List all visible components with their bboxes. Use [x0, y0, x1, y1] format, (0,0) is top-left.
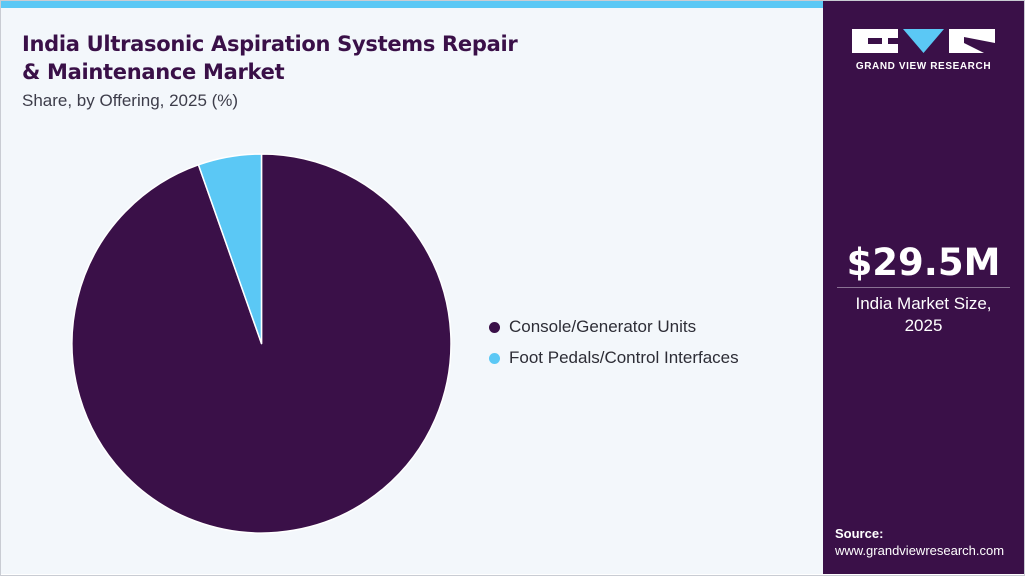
market-size-label-line2: 2025 — [904, 316, 943, 335]
source-label: Source: — [835, 526, 884, 541]
accent-bar — [1, 1, 823, 8]
legend-marker-foot-pedals-control-interfaces — [489, 353, 500, 364]
divider — [837, 287, 1010, 288]
chart-panel: India Ultrasonic Aspiration Systems Repa… — [1, 1, 823, 574]
legend-item-console-generator-units: Console/Generator Units — [489, 317, 739, 337]
grand-view-research-logo: GRAND VIEW RESEARCH — [852, 29, 995, 72]
legend-marker-console-generator-units — [489, 322, 500, 333]
chart-title: India Ultrasonic Aspiration Systems Repa… — [22, 30, 642, 86]
chart-title-line2: & Maintenance Market — [22, 60, 285, 84]
chart-title-line1: India Ultrasonic Aspiration Systems Repa… — [22, 32, 518, 56]
legend-item-foot-pedals-control-interfaces: Foot Pedals/Control Interfaces — [489, 348, 739, 368]
logo-text: GRAND VIEW RESEARCH — [855, 61, 992, 72]
sidebar: GRAND VIEW RESEARCH $29.5M India Market … — [823, 1, 1024, 574]
legend-label-foot-pedals-control-interfaces: Foot Pedals/Control Interfaces — [509, 348, 739, 367]
gvr-logo-mark-icon — [852, 29, 995, 53]
market-size-value: $29.5M — [846, 241, 1001, 284]
source-link[interactable]: www.grandviewresearch.com — [835, 543, 1005, 558]
legend: Console/Generator Units Foot Pedals/Cont… — [489, 317, 739, 379]
market-size-label: India Market Size, 2025 — [823, 293, 1024, 337]
market-size-label-line1: India Market Size, — [855, 294, 992, 313]
pie-chart — [71, 153, 452, 534]
chart-subtitle: Share, by Offering, 2025 (%) — [22, 91, 239, 110]
pie-slice-foot-pedals-control-interfaces — [197, 153, 263, 345]
legend-label-console-generator-units: Console/Generator Units — [509, 317, 697, 336]
